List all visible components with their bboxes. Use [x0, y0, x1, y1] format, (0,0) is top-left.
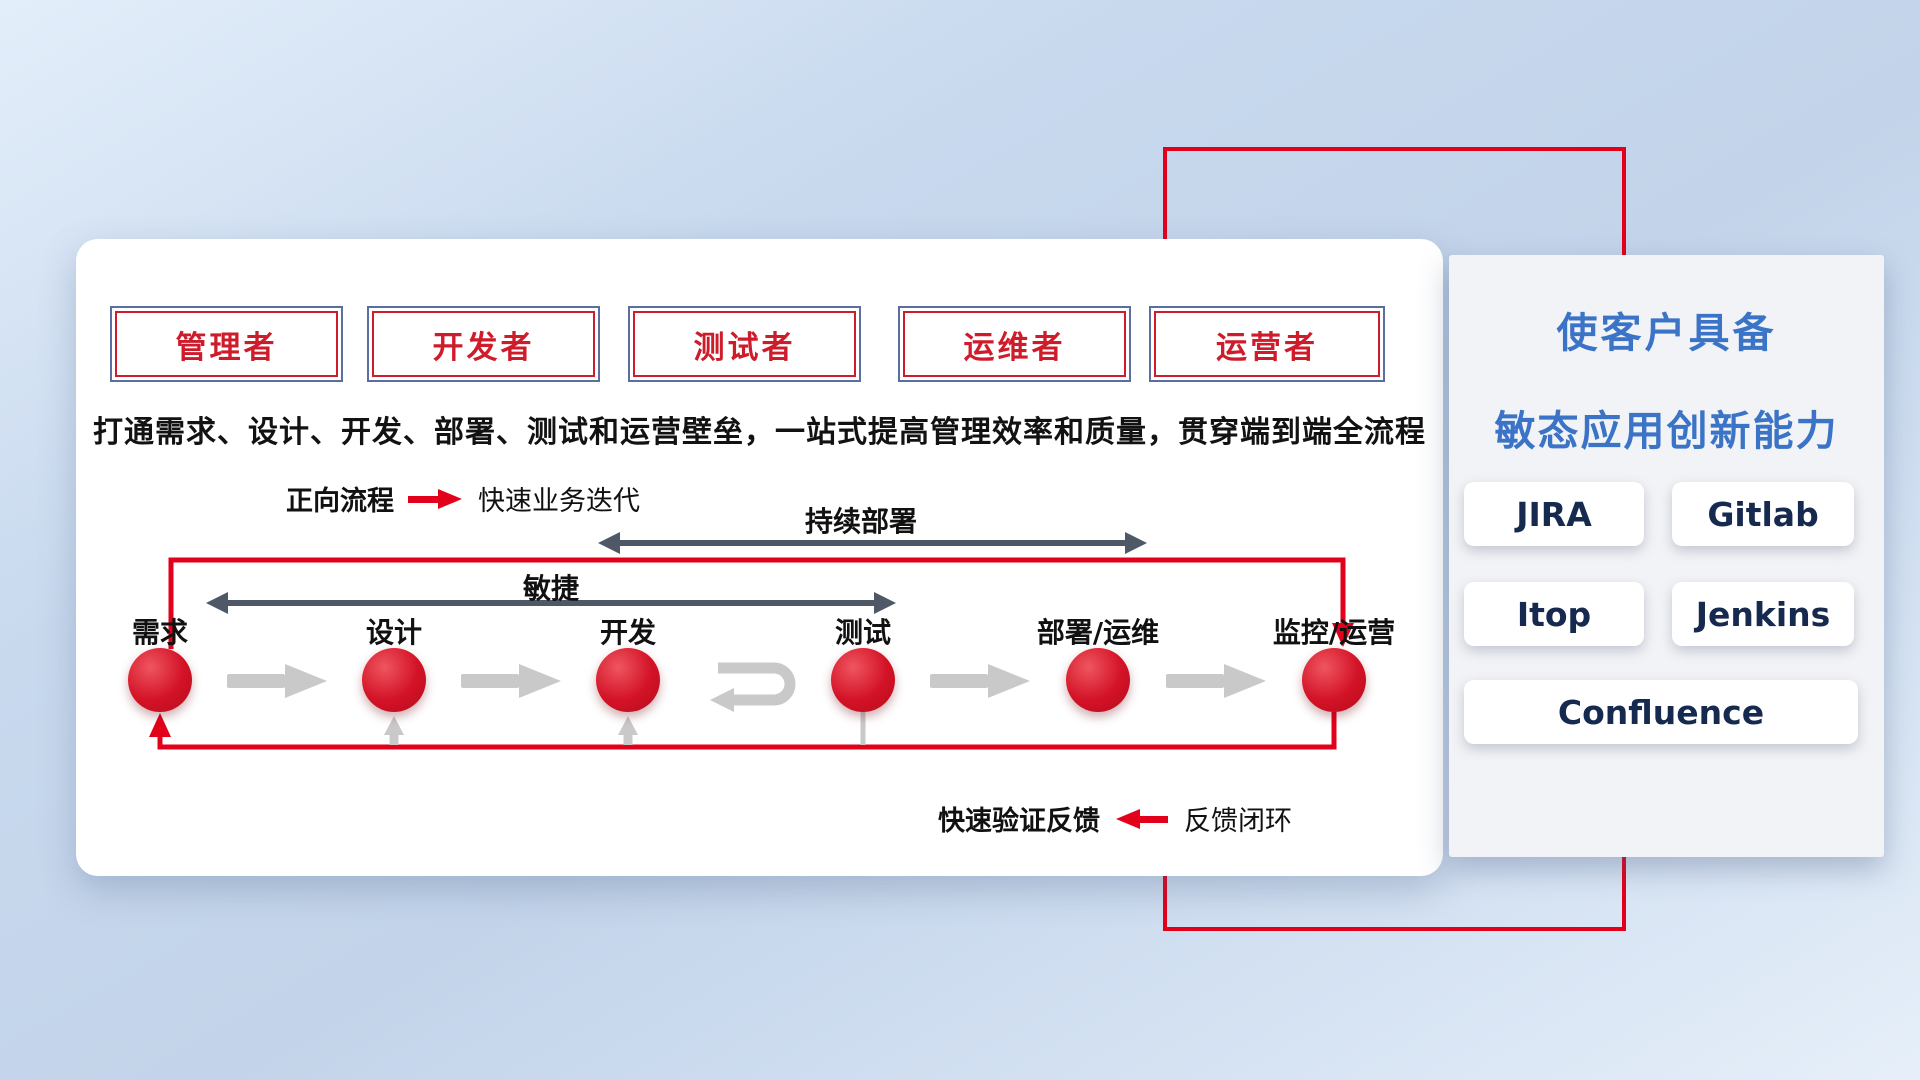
tool-card-jenkins: Jenkins [1672, 582, 1854, 646]
cd-arrowhead-left [598, 532, 620, 554]
feedback-legend-label: 快速验证反馈 [938, 806, 1100, 837]
description-text: 打通需求、设计、开发、部署、测试和运营壁垒，一站式提高管理效率和质量，贯穿端到端… [93, 415, 1426, 450]
capability-panel: 使客户具备 敏态应用创新能力 JIRA Gitlab Itop Jenkins … [1449, 255, 1884, 857]
forward-legend-label: 正向流程 [286, 486, 394, 517]
role-box-tester: 测试者 [628, 306, 861, 382]
stage-arrow [227, 664, 327, 698]
stage-label-deploy-ops: 部署/运维 [1036, 616, 1160, 649]
stage-node-requirements [128, 648, 192, 712]
continuous-deploy-label: 持续部署 [804, 505, 917, 538]
feedback-up-arrow [618, 716, 638, 745]
iteration-loop-icon [710, 662, 796, 712]
tool-card-jira: JIRA [1464, 482, 1644, 546]
stage-node-test [831, 648, 895, 712]
red-arrowhead-up [149, 713, 171, 737]
stage-node-develop [596, 648, 660, 712]
stage-label-test: 测试 [834, 616, 891, 649]
stage-node-deploy-ops [1066, 648, 1130, 712]
panel-title-line1: 使客户具备 [1556, 309, 1777, 357]
stage-label-develop: 开发 [599, 616, 656, 649]
legend-forward: 正向流程 快速业务迭代 [286, 479, 640, 518]
legend-feedback: 快速验证反馈 反馈闭环 [938, 799, 1292, 838]
role-box-operator: 运营者 [1149, 306, 1385, 382]
feedback-legend-value: 反馈闭环 [1184, 806, 1292, 837]
devops-flow-card: 管理者 开发者 测试者 运维者 运营者 打通需求、设计、开发、部署、测试和运营壁… [76, 239, 1443, 876]
tool-card-itop: Itop [1464, 582, 1644, 646]
tool-card-gitlab: Gitlab [1672, 482, 1854, 546]
stage-node-monitor-ops [1302, 648, 1366, 712]
role-label: 开发者 [432, 329, 535, 366]
panel-title-line2: 敏态应用创新能力 [1494, 407, 1839, 455]
role-label: 管理者 [175, 329, 278, 366]
red-loop-bottom-line [157, 712, 1337, 750]
role-box-developer: 开发者 [367, 306, 600, 382]
stage-label-monitor-ops: 监控/运营 [1272, 616, 1396, 649]
tool-card-confluence: Confluence [1464, 680, 1858, 744]
role-label: 运维者 [963, 329, 1066, 366]
right-arrow-icon [408, 488, 462, 509]
forward-legend-value: 快速业务迭代 [478, 486, 640, 517]
cd-arrowhead-right [1125, 532, 1147, 554]
role-box-manager: 管理者 [110, 306, 343, 382]
stage-arrow [1166, 664, 1266, 698]
left-arrow-icon [1116, 808, 1168, 829]
stage-label-design: 设计 [365, 616, 422, 649]
stage-node-design [362, 648, 426, 712]
role-box-ops: 运维者 [898, 306, 1131, 382]
stage-arrow [461, 664, 561, 698]
role-label: 运营者 [1216, 329, 1318, 366]
stage-arrow [930, 664, 1030, 698]
role-label: 测试者 [693, 329, 796, 366]
feedback-up-arrow [384, 716, 404, 745]
stage-label-requirements: 需求 [131, 616, 188, 649]
agile-label: 敏捷 [522, 572, 579, 605]
